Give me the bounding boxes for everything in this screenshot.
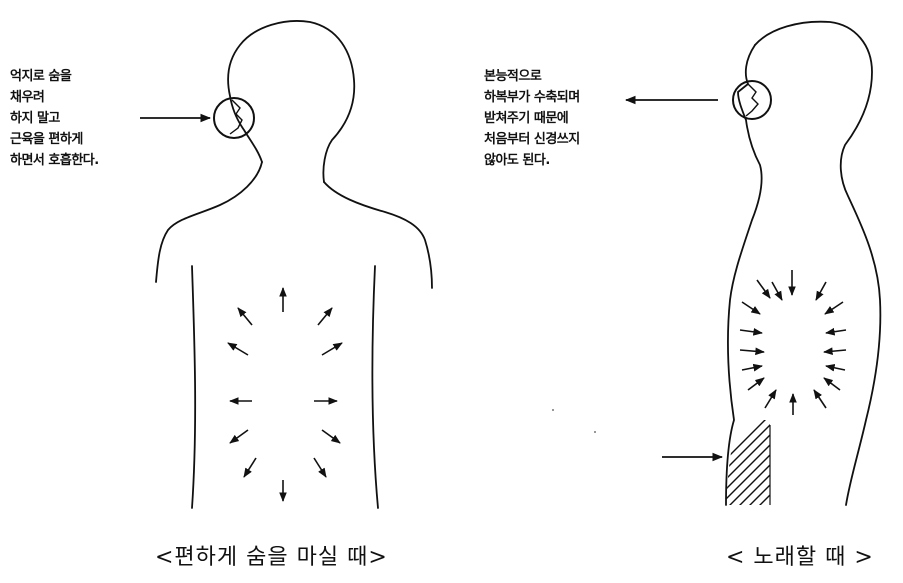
right-note-line: 받쳐주기 때문에	[484, 108, 580, 129]
right-note: 본능적으로 하복부가 수축되며 받쳐주기 때문에 처음부터 신경쓰지 않아도 된…	[484, 66, 580, 171]
side-view-body	[726, 22, 880, 505]
front-shoulder-right	[324, 182, 432, 288]
front-torso-left-side	[192, 266, 195, 508]
lower-abdomen-hatch	[715, 415, 810, 515]
mouth-circle-left	[214, 98, 254, 138]
side-head-back-outline	[755, 22, 880, 505]
left-note-line: 억지로 숨을	[10, 66, 99, 87]
expansion-arrows	[228, 288, 342, 501]
front-view-body	[156, 21, 432, 508]
stray-dot	[594, 431, 596, 433]
right-note-line: 본능적으로	[484, 66, 580, 87]
left-note-line: 하면서 호흡한다.	[10, 150, 99, 171]
left-note-line: 하지 말고	[10, 108, 99, 129]
right-note-line: 않아도 된다.	[484, 150, 580, 171]
front-shoulder-left	[156, 162, 262, 282]
caption-left: <편하게 숨을 마실 때>	[155, 539, 388, 571]
stray-dot	[552, 409, 554, 411]
left-note: 억지로 숨을 채우려 하지 말고 근육을 편하게 하면서 호흡한다.	[10, 66, 99, 171]
right-note-line: 하복부가 수축되며	[484, 87, 580, 108]
front-head-outline	[228, 21, 354, 182]
left-note-line: 근육을 편하게	[10, 129, 99, 150]
contraction-arrows	[740, 270, 846, 415]
front-torso-right-side	[372, 266, 378, 508]
caption-right: < 노래할 때 >	[726, 539, 874, 571]
left-note-line: 채우려	[10, 87, 99, 108]
right-note-line: 처음부터 신경쓰지	[484, 129, 580, 150]
side-head-front-outline	[726, 45, 762, 505]
